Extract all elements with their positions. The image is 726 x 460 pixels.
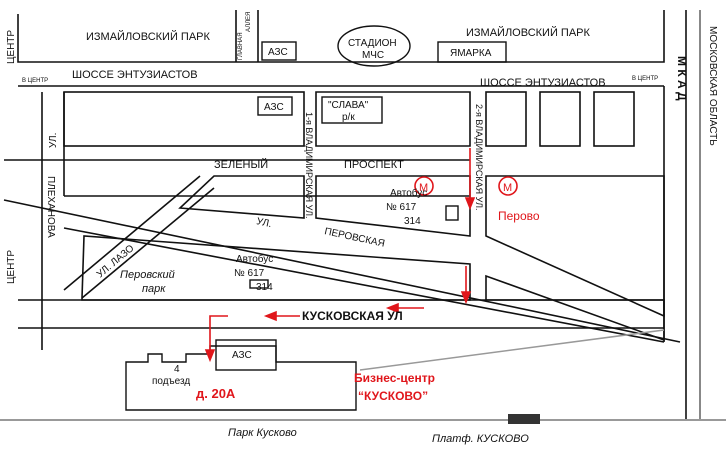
block-perovsky-park [81,235,471,301]
azs-top-label: АЗС [268,47,288,58]
glavnaya-label-2: АЛЛЕЯ [246,12,252,32]
azs-top-box [261,41,297,61]
ul-perovskaya-label: ПЕРОВСКАЯ [323,226,385,250]
azs-bottom-box [215,339,277,371]
v-centr-left-label: В ЦЕНТР [22,78,48,84]
yarmarka-label: ЯМАРКА [450,48,492,59]
plekhanova-label: ПЛЕХАНОВА [45,176,56,238]
road-lines [3,10,687,420]
perovskaya-north [3,199,681,343]
target-building [125,345,357,411]
stadium-label-1: СТАДИОН [348,38,397,49]
slava-box [321,96,383,124]
bus-stop-2 [249,279,269,289]
shosse-left-label: ШОССЕ ЭНТУЗИАСТОВ [72,69,198,81]
bus2-label-2: № 617 [234,268,265,279]
glavnaya-label-1: ГЛАВНАЯ [238,32,244,60]
block-mid-left [178,175,305,219]
labels: ИЗМАЙЛОВСКИЙ ПАРК ИЗМАЙЛОВСКИЙ ПАРК ГЛАВ… [6,12,718,445]
bus1-label-3: 314 [404,216,421,227]
block-1-vlad-east [315,91,471,147]
ul-left-label: УЛ. [48,133,59,148]
perovskaya-south [63,227,665,343]
metro-m2-label: М [503,182,512,194]
business-center-label-1: Бизнес-центр [354,371,435,385]
centr-left-top-label: ЦЕНТР [6,30,17,64]
slava-label-1: "СЛАВА" [328,100,369,111]
perovsky-park-label-2: парк [142,283,166,295]
izmailovsky-park-boundary [17,10,665,63]
azs-mid-box [257,96,293,116]
mkad-label: М К А Д [675,56,689,101]
metro-m2-circle [498,176,518,196]
lazo-street-a [63,175,201,291]
platform-kuskovo [508,414,540,424]
shosse-right-label: ШОССЕ ЭНТУЗИАСТОВ [480,77,606,89]
prospekt-label: ПРОСПЕКТ [344,159,404,171]
stadium-label-2: МЧС [362,50,384,61]
metro-m1-circle [414,176,434,196]
zeleny-label: ЗЕЛЕНЫЙ [214,158,268,171]
block-east-lower [485,175,665,318]
ul-perovskaya-ul-label: УЛ. [255,216,272,230]
metro-m1-label: М [419,182,428,194]
azs-bottom-label: АЗС [232,350,252,361]
moskovskaya-oblast-label: МОСКОВСКАЯ ОБЛАСТЬ [707,26,718,146]
bus1-label-1: Автобус [390,187,427,199]
block-east-2 [539,91,581,147]
blocks [63,91,665,342]
yarmarka-box [437,41,507,63]
stadium-oval [337,25,411,67]
vladimirskaya-2-label: 2-я ВЛАДИМИРСКАЯ УЛ. [474,104,484,211]
entrance-label-2: подъезд [152,376,190,387]
izmailovsky-park-right-label: ИЗМАЙЛОВСКИЙ ПАРК [466,26,591,39]
centr-left-bottom-label: ЦЕНТР [6,250,17,284]
izmailovsky-park-left-label: ИЗМАЙЛОВСКИЙ ПАРК [86,30,211,43]
building-number-label: д. 20А [196,386,236,401]
bus2-label-1: Автобус [236,253,273,265]
boxes [125,25,507,411]
block-east-kusk [485,274,665,342]
perovo-label: Перово [498,209,540,223]
bus-stop-1 [445,205,459,221]
block-mid-right [315,175,471,237]
kuskovskaya-label: КУСКОВСКАЯ УЛ [302,309,403,323]
block-east-1 [485,91,527,147]
railway-to-building [359,329,665,371]
block-east-3 [593,91,635,147]
lazo-street-b [81,187,215,299]
business-center-label-2: “КУСКОВО” [358,389,428,403]
entrance-label-1: 4 [174,364,180,375]
block-azs-slava [63,91,305,147]
platform-kuskovo-label: Платф. КУСКОВО [432,433,529,445]
vladimirskaya-1-label: 1-я ВЛАДИМИРСКАЯ УЛ. [304,112,314,219]
v-centr-right-label: В ЦЕНТР [632,76,658,82]
bus1-label-2: № 617 [386,202,417,213]
bus2-label-3: 314 [256,282,273,293]
azs-mid-label: АЗС [264,102,284,113]
slava-label-2: р/к [342,112,355,123]
perovsky-park-label-1: Перовский [120,269,175,281]
route-arrows [204,148,476,363]
park-kuskovo-label: Парк Кусково [228,427,297,439]
metro [414,176,518,196]
